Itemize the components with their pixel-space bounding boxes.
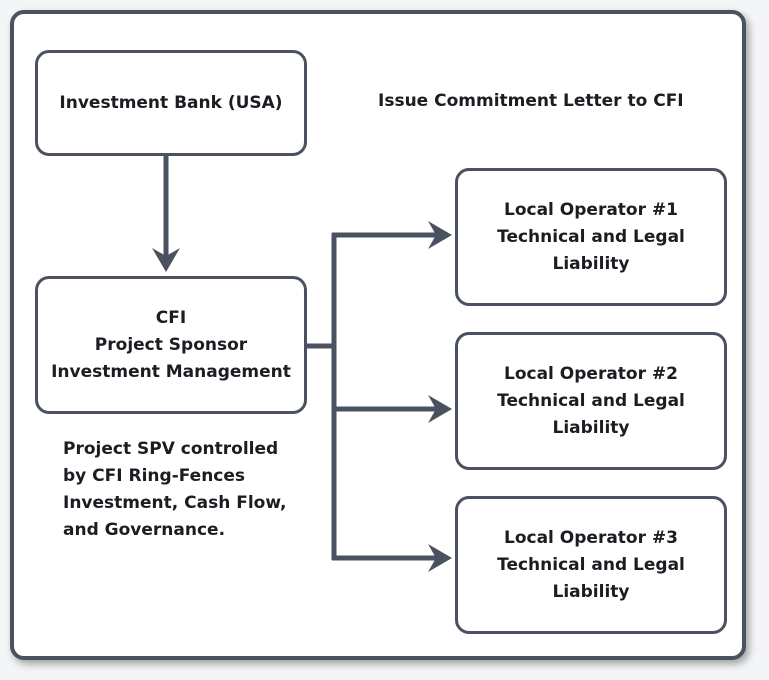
spv-note-line4: and Governance.	[63, 520, 226, 540]
arrow-bank-to-cfi-head	[152, 248, 180, 272]
operator1-line2: Technical and Legal	[497, 226, 685, 247]
operator2-line3: Liability	[552, 417, 630, 438]
operator3-line3: Liability	[552, 581, 630, 602]
cfi-label-line1: CFI	[155, 307, 187, 328]
cfi-label-line3: Investment Management	[51, 361, 291, 382]
spv-note-line3: Investment, Cash Flow,	[63, 493, 287, 513]
operator2-line2: Technical and Legal	[497, 390, 685, 411]
spv-note: Project SPV controlled by CFI Ring-Fence…	[63, 436, 286, 544]
cfi-label-line2: Project Sponsor	[94, 334, 248, 355]
commitment-letter-annotation: Issue Commitment Letter to CFI	[378, 88, 684, 115]
arrow-to-operator1-head	[428, 221, 452, 249]
operator3-line1: Local Operator #3	[503, 527, 678, 548]
local-operator-2-node: Local Operator #2 Technical and Legal Li…	[455, 332, 727, 470]
local-operator-3-node: Local Operator #3 Technical and Legal Li…	[455, 496, 727, 634]
cfi-node: CFI Project Sponsor Investment Managemen…	[35, 276, 307, 414]
operator1-line3: Liability	[552, 253, 630, 274]
commitment-letter-text: Issue Commitment Letter to CFI	[378, 91, 684, 111]
operator2-line1: Local Operator #2	[503, 363, 678, 384]
operator3-line2: Technical and Legal	[497, 554, 685, 575]
operator1-line1: Local Operator #1	[503, 199, 678, 220]
investment-bank-label: Investment Bank (USA)	[59, 92, 283, 113]
arrow-to-operator2-head	[428, 395, 452, 423]
spv-note-line1: Project SPV controlled	[63, 439, 279, 459]
arrow-to-operator3-head	[428, 544, 452, 572]
spv-note-line2: by CFI Ring-Fences	[63, 466, 246, 486]
local-operator-1-node: Local Operator #1 Technical and Legal Li…	[455, 168, 727, 306]
investment-bank-node: Investment Bank (USA)	[35, 50, 307, 156]
